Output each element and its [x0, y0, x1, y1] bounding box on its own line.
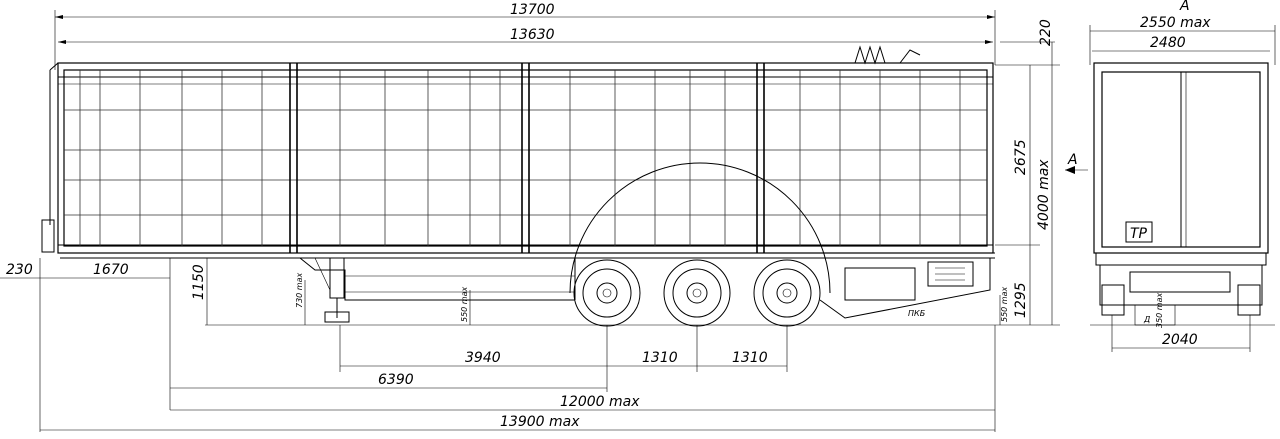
- view-arrow: [1065, 166, 1088, 174]
- rear-body: [1093, 62, 1269, 254]
- dim-front-overhang: 230: [6, 262, 33, 278]
- landing-gear: [314, 257, 350, 323]
- dim-deck-height: 1295: [1013, 282, 1029, 318]
- side-view: 13700 13630: [0, 2, 1060, 432]
- dim-leg-small-a: 730 max: [295, 272, 304, 308]
- rear-equipment: [844, 261, 974, 301]
- dim-body-width: 2480: [1150, 35, 1186, 51]
- dim-body-length: 13630: [510, 27, 555, 43]
- chassis: [60, 252, 995, 319]
- dim-axle-spacing-2: 1310: [732, 350, 768, 366]
- side-plate-label: ПКБ: [908, 309, 926, 318]
- dim-right-lines: [995, 41, 1060, 326]
- wheel-1: [573, 259, 641, 327]
- dim-body-length-line: [58, 40, 993, 44]
- rear-view: A 2550 max 2480 ТР Д 350 max: [1065, 0, 1276, 352]
- dim-axle-spacing-1: 1310: [642, 350, 678, 366]
- rear-small-dim: 350 max: [1155, 292, 1164, 328]
- dim-kingpin-height: 1150: [191, 264, 207, 300]
- dim-left-lines: [0, 258, 471, 410]
- dim-axle-spacing-main: 3940: [465, 350, 501, 366]
- wheel-3: [753, 259, 821, 327]
- rear-section-label: A: [1179, 0, 1190, 14]
- dim-bottom-lines: [39, 285, 996, 432]
- dim-kingpin-offset: 1670: [93, 262, 129, 278]
- body-stakes: [79, 63, 961, 253]
- dim-rear-clearance: 550 max: [1000, 286, 1009, 322]
- dim-overall-top: 13700: [510, 2, 555, 18]
- wheel-2: [663, 259, 731, 327]
- dim-roof-gap: 220: [1038, 19, 1054, 46]
- rear-underrun: [1095, 252, 1267, 326]
- view-arrow-label: A: [1067, 152, 1078, 168]
- dim-leg-small-b: 550 max: [460, 286, 469, 322]
- roof-tensioners: [854, 45, 921, 65]
- dim-body-height: 2675: [1013, 139, 1029, 175]
- dim-total-height: 4000 max: [1036, 159, 1052, 230]
- dim-track-width: 2040: [1162, 332, 1198, 348]
- rear-plate-label: ТР: [1130, 226, 1148, 242]
- dim-track-line: [1111, 315, 1251, 352]
- rear-small-mark: Д: [1143, 315, 1150, 324]
- front-wall: [41, 62, 59, 253]
- dim-kingpin-to-axle: 6390: [378, 372, 414, 388]
- dim-overall-top-line: [54, 10, 996, 70]
- trailer-body: [57, 62, 994, 254]
- dim-overall-width: 2550 max: [1140, 15, 1211, 31]
- dim-total-length: 13900 max: [500, 414, 580, 430]
- dim-chassis-length: 12000 max: [560, 394, 640, 410]
